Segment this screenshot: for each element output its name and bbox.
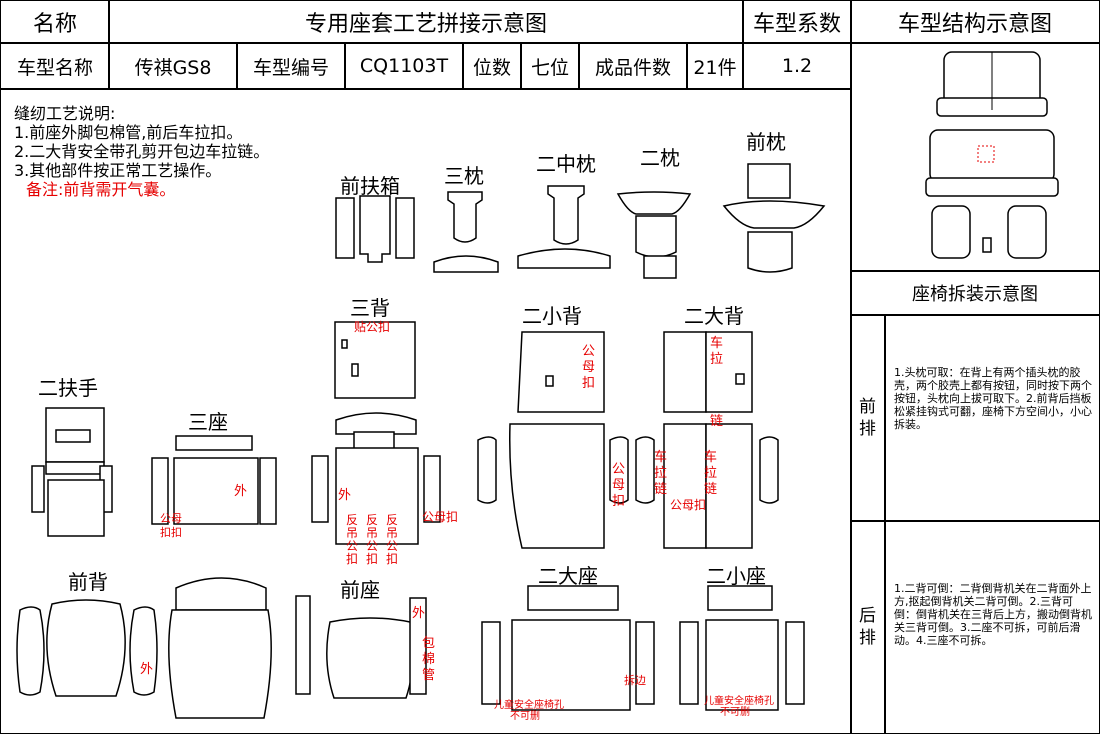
- piece-second-big-back: [635, 331, 779, 549]
- front-row-label: 前排: [850, 314, 886, 522]
- note-child-seat-a2: 不可删: [510, 711, 540, 722]
- note-child-seat-a: 儿童安全座椅孔: [494, 700, 564, 711]
- label-second-pillow: 二枕: [640, 146, 680, 170]
- count-value: 21件: [686, 42, 744, 90]
- note-zipper-a: 车拉链: [654, 450, 668, 497]
- piece-second-big-seat: [481, 585, 655, 711]
- label-front-seat: 前座: [340, 578, 380, 602]
- note-outer-front-back: 外: [140, 662, 154, 677]
- rear-row-label: 后排: [850, 520, 886, 734]
- front-row-notes: 1.头枕可取：在背上有两个插头枕的胶壳，两个胶壳上都有按钮，同时按下两个按钮，头…: [894, 366, 1092, 431]
- note-outer-third-seat: 外: [234, 484, 248, 499]
- coef-label: 车型系数: [742, 0, 852, 44]
- label-front-pillow: 前枕: [746, 130, 786, 154]
- note-edge: 拆边: [624, 674, 646, 687]
- label-third-seat: 三座: [188, 410, 228, 434]
- note-cotton-tube: 包棉管: [422, 636, 436, 683]
- note-mf-buckle-v: 公母扣: [612, 462, 626, 509]
- note-reverse-c: 反吊公扣: [386, 513, 399, 566]
- count-label: 成品件数: [578, 42, 688, 90]
- piece-third-pillow: [433, 191, 499, 273]
- note-child-seat-b: 儿童安全座椅孔: [704, 696, 774, 707]
- model-value: 传祺GS8: [108, 42, 238, 90]
- label-second-small-back: 二小背: [522, 304, 582, 328]
- note-chain: 链: [710, 414, 724, 429]
- notes-line-2: 2.二大背安全带孔剪开包边车拉链。: [14, 142, 270, 161]
- piece-third-seat: [151, 435, 277, 525]
- note-mf-small-a: 公母: [160, 512, 182, 525]
- notes-line-1: 1.前座外脚包棉管,前后车拉扣。: [14, 123, 243, 142]
- note-outer-third-back: 外: [338, 488, 352, 503]
- note-reverse-b: 反吊公扣: [366, 513, 379, 566]
- piece-front-armbox: [335, 195, 415, 263]
- label-second-big-back: 二大背: [684, 304, 744, 328]
- notes-remark: 备注:前背需开气囊。: [26, 180, 176, 199]
- sewing-notes: 缝纫工艺说明: 1.前座外脚包棉管,前后车拉扣。 2.二大背安全带孔剪开包边车拉…: [14, 104, 269, 199]
- rear-row-text: 后排: [859, 606, 876, 648]
- notes-heading: 缝纫工艺说明:: [14, 104, 116, 123]
- label-second-armrest: 二扶手: [38, 376, 98, 400]
- front-row-text: 前排: [859, 397, 876, 439]
- label-front-armbox: 前扶箱: [340, 174, 400, 198]
- note-mf-buckle: 公母扣: [422, 510, 459, 524]
- model-label: 车型名称: [0, 42, 110, 90]
- label-third-pillow: 三枕: [444, 164, 484, 188]
- note-mf-under: 公母扣: [670, 498, 707, 512]
- structure-seat-drawing: [925, 51, 1059, 259]
- note-mf-small-b: 扣扣: [160, 526, 182, 539]
- note-mf-buckle-small-back: 公母扣: [582, 344, 596, 391]
- piece-second-armrest: [31, 407, 113, 537]
- piece-second-small-seat: [679, 585, 805, 711]
- piece-second-small-back: [477, 331, 629, 549]
- label-second-mid-pillow: 二中枕: [536, 152, 596, 176]
- piece-front-back: [16, 577, 272, 719]
- piece-second-mid-pillow: [517, 185, 611, 269]
- note-child-seat-b2: 不可删: [720, 707, 750, 718]
- seat-value: 七位: [520, 42, 580, 90]
- notes-line-3: 3.其他部件按正常工艺操作。: [14, 161, 222, 180]
- label-second-small-seat: 二小座: [706, 564, 766, 588]
- note-car-pull: 车拉: [710, 336, 724, 367]
- code-value: CQ1103T: [344, 42, 464, 90]
- piece-front-pillow: [722, 163, 826, 273]
- piece-front-seat: [295, 595, 427, 699]
- code-label: 车型编号: [236, 42, 346, 90]
- name-label: 名称: [0, 0, 110, 44]
- note-tie-buckle: 贴公扣: [354, 320, 391, 334]
- rear-row-notes: 1.二背可倒：二背倒背机关在二背面外上方,抠起倒背机关二背可倒。2.三背可倒：倒…: [894, 582, 1092, 647]
- label-second-big-seat: 二大座: [538, 564, 598, 588]
- piece-second-pillow: [616, 191, 692, 279]
- seat-label: 位数: [462, 42, 522, 90]
- note-zipper-b: 车拉链: [704, 450, 718, 497]
- label-third-back: 三背: [350, 296, 390, 320]
- label-front-back: 前背: [68, 570, 108, 594]
- diagram-title: 专用座套工艺拼接示意图: [108, 0, 744, 44]
- piece-third-back: [311, 321, 441, 545]
- note-reverse-a: 反吊公扣: [346, 513, 359, 566]
- note-outer-front-seat: 外: [412, 606, 426, 621]
- coef-value: 1.2: [742, 42, 852, 90]
